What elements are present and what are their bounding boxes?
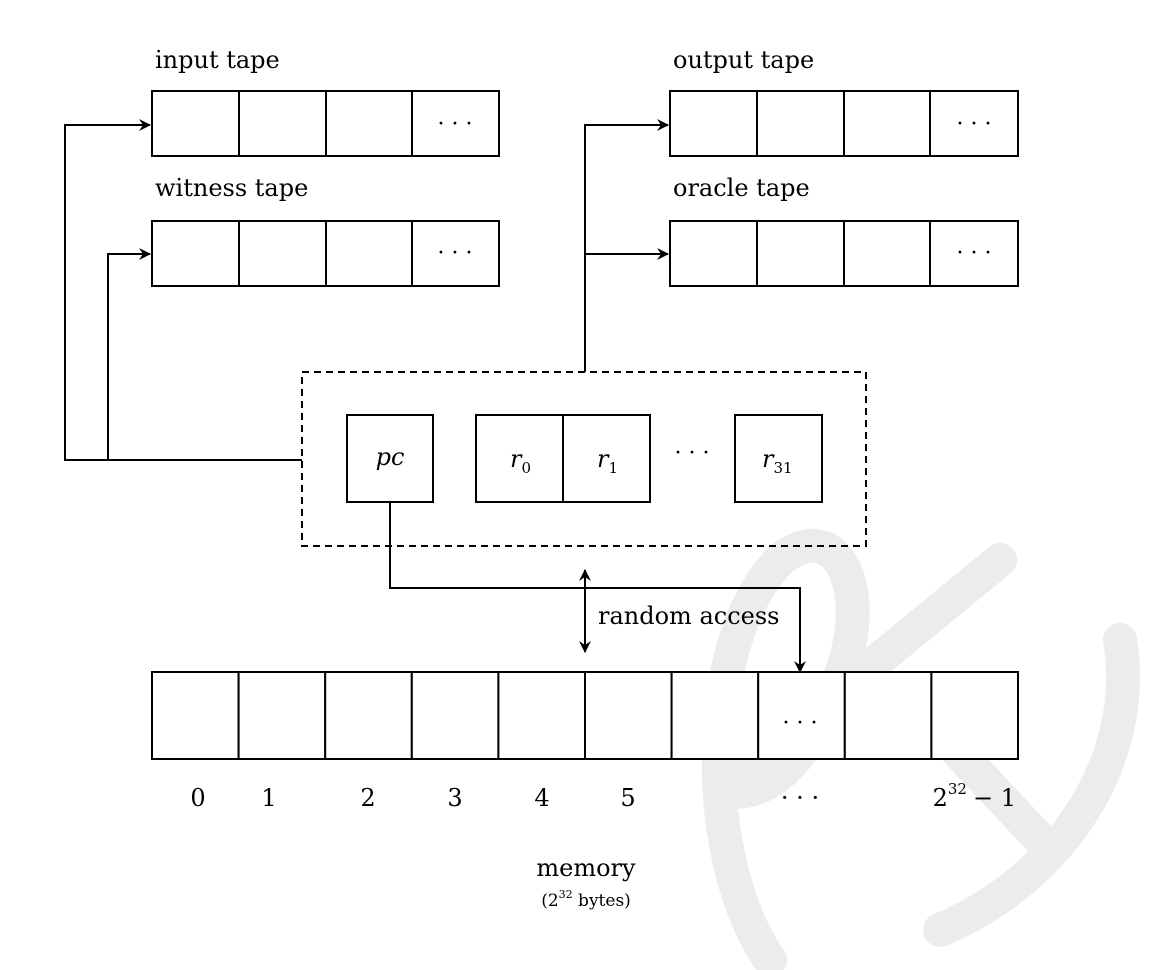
cpu-registers-box — [301, 371, 867, 547]
output-tape: · · · — [669, 90, 1019, 157]
oracle-tape: · · · — [669, 220, 1019, 287]
pc-label: pc — [376, 443, 405, 471]
memory-last-index: 232− 1 — [933, 780, 1016, 812]
memory-array — [151, 671, 1020, 760]
memory-cell — [670, 671, 760, 760]
tape-cell — [325, 90, 413, 157]
tape-ellipsis: · · · — [957, 241, 992, 266]
memory-size: (232 bytes) — [541, 888, 631, 911]
register-r1 — [562, 414, 651, 503]
r31-label: r31 — [762, 445, 793, 477]
tape-cell — [843, 90, 931, 157]
memory-cell — [757, 671, 846, 760]
tape-cell — [151, 220, 240, 287]
general-registers: r0 r1 r31 · · · — [475, 414, 823, 503]
tape-cell — [756, 90, 845, 157]
arrow-to-witness-tape — [107, 248, 151, 460]
memory-cell — [843, 671, 933, 760]
tape-ellipsis: · · · — [438, 112, 473, 137]
tape-cell — [238, 90, 327, 157]
cpu-to-left-tapes-arrows — [64, 119, 302, 461]
memory-indices: 0 1 2 3 4 5 · · · — [190, 784, 819, 812]
memory-index-label: · · · — [781, 784, 819, 812]
tape-cell — [325, 220, 413, 287]
r0-label: r0 — [510, 445, 531, 477]
r1-label: r1 — [597, 445, 618, 477]
register-r31 — [734, 414, 823, 503]
pc-to-memory-arrow — [389, 502, 806, 673]
register-r0 — [475, 414, 564, 503]
tape-cell — [929, 90, 1019, 157]
memory-index-label: 3 — [447, 784, 462, 812]
output-tape-label: output tape — [673, 46, 814, 74]
tape-cell — [669, 90, 758, 157]
oracle-tape-label: oracle tape — [673, 174, 810, 202]
memory-index-label: 5 — [620, 784, 635, 812]
memory-cell-ellipsis: · · · — [783, 711, 818, 736]
memory-cell — [237, 671, 327, 760]
memory-index-label: 1 — [261, 784, 276, 812]
input-tape-label: input tape — [155, 46, 280, 74]
tape-cell — [411, 90, 500, 157]
memory-index-label: 4 — [534, 784, 549, 812]
memory-index-label: 2 — [360, 784, 375, 812]
tape-ellipsis: · · · — [957, 112, 992, 137]
tape-cell — [756, 220, 845, 287]
random-access-label: random access — [598, 602, 779, 630]
tape-cell — [669, 220, 758, 287]
arrow-to-output-tape — [584, 119, 669, 372]
memory-index-label: 0 — [190, 784, 205, 812]
pc-register: pc — [346, 414, 434, 503]
memory-cell — [584, 671, 673, 760]
tape-cell — [238, 220, 327, 287]
memory-cell — [497, 671, 586, 760]
tape-cell — [151, 90, 240, 157]
memory-title: memory — [536, 854, 636, 882]
cpu-to-right-tapes-arrows — [584, 119, 669, 372]
witness-tape: · · · — [151, 220, 500, 287]
memory-cell — [324, 671, 413, 760]
tape-cell — [411, 220, 500, 287]
tape-ellipsis: · · · — [438, 241, 473, 266]
memory-cell — [410, 671, 500, 760]
input-tape: · · · — [151, 90, 500, 157]
tape-cell — [843, 220, 931, 287]
pc-cell — [346, 414, 434, 503]
register-ellipsis: · · · — [675, 441, 710, 466]
memory-cell — [930, 671, 1020, 760]
arrow-to-input-tape — [64, 119, 302, 461]
tape-cell — [929, 220, 1019, 287]
memory-cell — [151, 671, 240, 760]
witness-tape-label: witness tape — [155, 174, 308, 202]
